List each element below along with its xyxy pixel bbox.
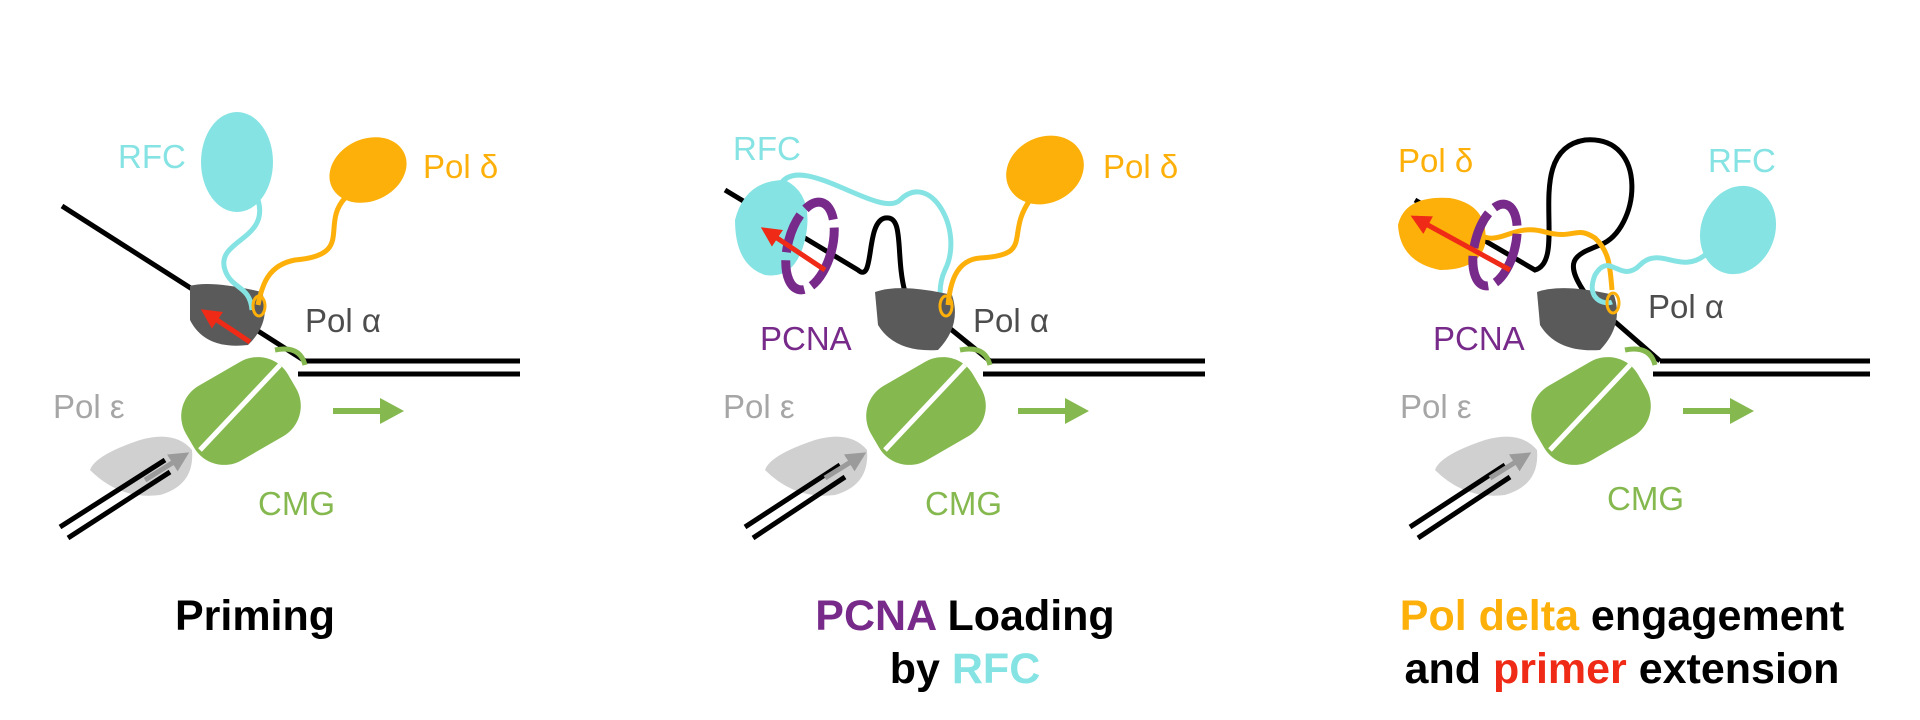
pcna-ring <box>1468 199 1522 291</box>
pol-epsilon-shape <box>765 436 868 496</box>
label-rfc: RFC <box>1708 142 1776 179</box>
primer-arrow <box>760 227 827 273</box>
pol-delta-tether <box>255 196 347 306</box>
pol-alpha-shape <box>1537 288 1617 351</box>
leading-dna-duplex <box>1408 462 1512 541</box>
pol-delta-shape <box>1006 135 1084 205</box>
pol-epsilon-arrow <box>1488 452 1532 481</box>
caption-priming: Priming <box>175 592 335 640</box>
rfc-shape <box>201 112 273 212</box>
pol-epsilon-arrow <box>143 452 190 483</box>
parental-dna-duplex <box>1653 358 1870 377</box>
fork-direction-arrow <box>1018 398 1089 424</box>
cmg-helicase <box>1531 346 1658 465</box>
fork-direction-arrow <box>1683 398 1754 424</box>
primer-arrow <box>1410 215 1512 273</box>
tether-loop <box>251 294 267 318</box>
leading-dna-duplex <box>58 457 172 541</box>
cmg-helicase <box>181 346 308 465</box>
label-pol-delta: Pol δ <box>1398 142 1473 179</box>
panel-pol-delta-engagement: Pol δ RFC PCNA Pol α Pol ε CMG Pol delta… <box>1398 137 1870 693</box>
caption-pcna-loading-line1: PCNA Loading <box>815 592 1114 640</box>
cmg-helicase <box>866 346 993 465</box>
label-rfc: RFC <box>733 130 801 167</box>
panel-priming: RFC Pol δ Pol α Pol ε CMG Priming <box>53 112 520 640</box>
label-pol-epsilon: Pol ε <box>723 388 795 425</box>
panel-pcna-loading: RFC Pol δ PCNA Pol α Pol ε CMG PCNA Load… <box>723 130 1205 693</box>
rfc-tether <box>221 199 263 311</box>
label-cmg: CMG <box>1607 480 1684 517</box>
pol-delta-tether <box>945 198 1033 306</box>
pol-epsilon-shape <box>1435 436 1538 496</box>
pol-delta-tether <box>1473 227 1615 291</box>
primer-arrow <box>200 309 252 345</box>
label-pol-epsilon: Pol ε <box>1400 388 1472 425</box>
lagging-template-strand <box>1413 137 1662 363</box>
pcna-ring <box>781 197 839 295</box>
caption-pcna-loading-line2: by RFC <box>890 645 1041 693</box>
label-pol-alpha: Pol α <box>1648 288 1724 325</box>
leading-dna-duplex <box>743 462 847 541</box>
lagging-template-strand <box>60 203 307 364</box>
label-cmg: CMG <box>925 485 1002 522</box>
caption-pol-delta-line2: and primer extension <box>1405 645 1840 693</box>
rfc-shape <box>1699 185 1777 275</box>
label-pcna: PCNA <box>1433 320 1525 357</box>
label-cmg: CMG <box>258 485 335 522</box>
label-pol-alpha: Pol α <box>305 302 381 339</box>
pol-epsilon-arrow <box>823 452 867 481</box>
label-pol-alpha: Pol α <box>973 302 1049 339</box>
rfc-tether <box>777 172 954 311</box>
pol-epsilon-shape <box>90 436 193 496</box>
fork-direction-arrow <box>333 398 404 424</box>
rfc-tether <box>1589 252 1707 306</box>
tether-loop <box>938 294 954 318</box>
pol-alpha-shape <box>190 284 265 346</box>
label-pol-epsilon: Pol ε <box>53 388 125 425</box>
tether-loop <box>1605 291 1621 315</box>
label-pol-delta: Pol δ <box>423 148 498 185</box>
label-rfc: RFC <box>118 138 186 175</box>
pol-alpha-shape <box>875 288 955 351</box>
label-pol-delta: Pol δ <box>1103 148 1178 185</box>
pol-delta-shape <box>329 137 407 203</box>
parental-dna-duplex <box>983 358 1205 377</box>
caption-pol-delta-line1: Pol delta engagement <box>1400 592 1844 640</box>
label-pcna: PCNA <box>760 320 852 357</box>
lagging-template-strand <box>723 187 992 363</box>
parental-dna-duplex <box>298 358 520 377</box>
